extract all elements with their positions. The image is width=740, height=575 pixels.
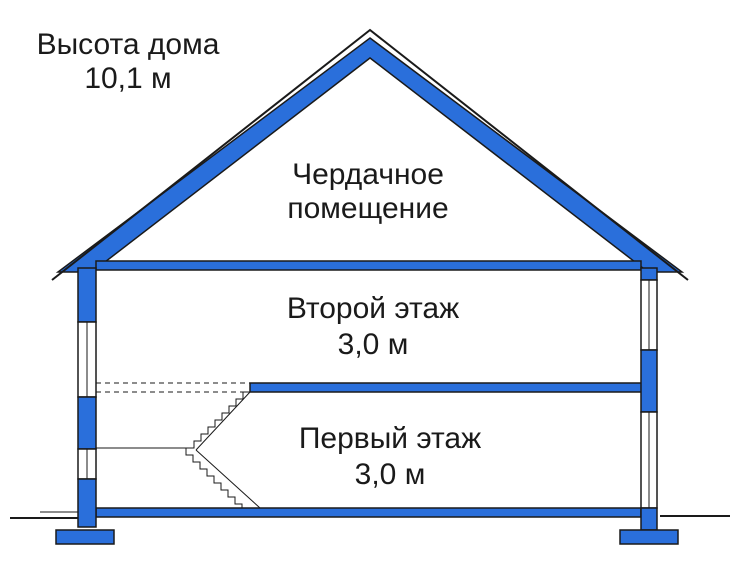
ground-floor-slab <box>95 507 642 518</box>
left-wall <box>77 267 97 528</box>
right-wall <box>640 267 658 531</box>
attic-label: Чердачное <box>292 158 444 191</box>
staircase <box>96 391 262 509</box>
attic-floor-slab <box>95 260 642 271</box>
stair-opening <box>96 382 250 393</box>
house-height-value: 10,1 м <box>84 62 171 95</box>
second-floor-height: 3,0 м <box>338 328 409 361</box>
left-foundation <box>55 529 115 545</box>
second-floor-slab <box>249 382 643 393</box>
house-height-label: Высота дома <box>37 28 220 61</box>
first-floor-height: 3,0 м <box>355 458 426 491</box>
roof <box>51 28 689 281</box>
second-floor-label: Второй этаж <box>287 292 459 325</box>
ground-line <box>10 511 730 519</box>
attic-label-line2: помещение <box>287 192 448 225</box>
first-floor-label: Первый этаж <box>299 422 481 455</box>
right-foundation <box>619 529 679 545</box>
